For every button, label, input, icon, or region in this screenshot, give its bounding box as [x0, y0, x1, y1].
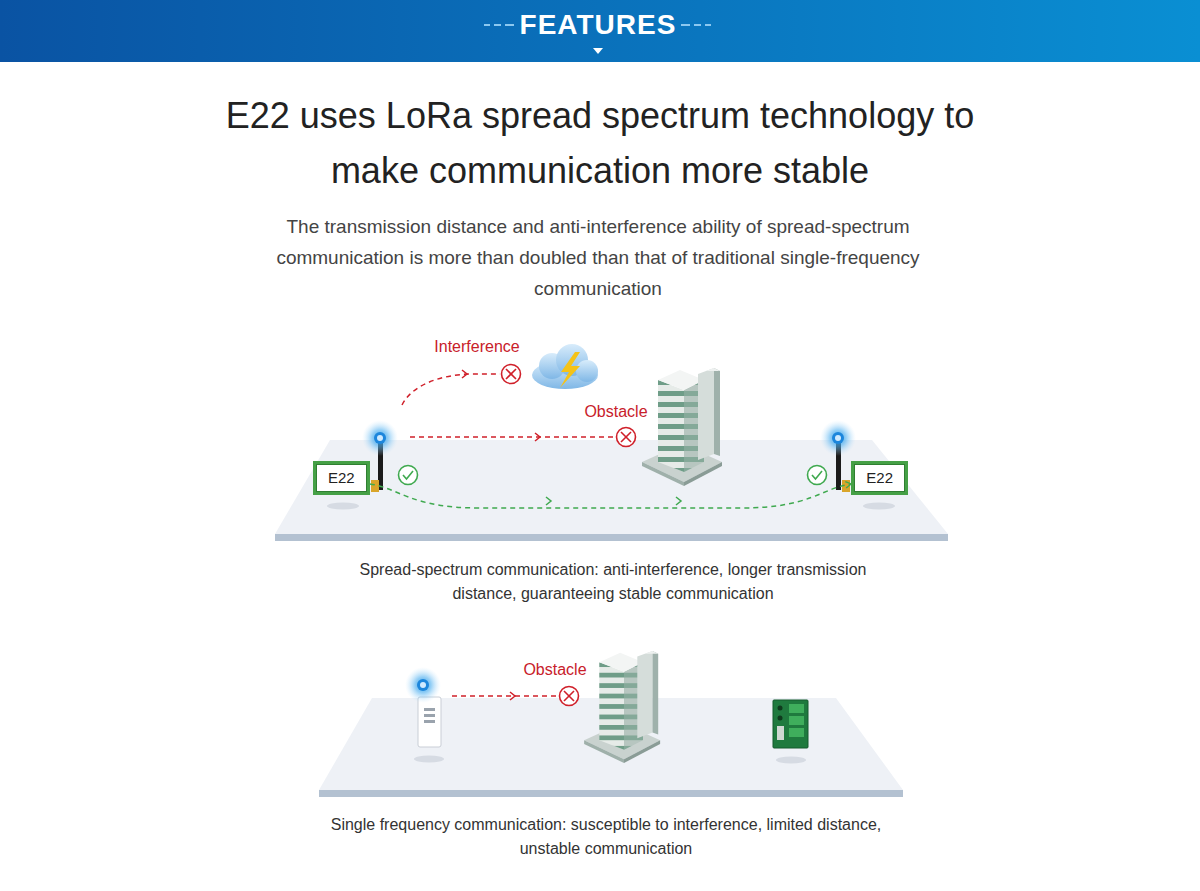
drawing-line — [484, 24, 490, 26]
connector-pins — [371, 480, 379, 492]
blocked-path — [452, 695, 558, 697]
drawing-ellipse — [776, 757, 806, 764]
drawing-polyline — [510, 692, 515, 700]
drawing-ellipse — [863, 503, 895, 510]
scene-caption: Single frequency communication: suscepti… — [306, 813, 906, 861]
drawing-polyline — [462, 370, 467, 378]
drawing-use — [584, 651, 660, 763]
receiver-board — [773, 700, 808, 748]
drawing-use — [560, 687, 579, 706]
drawing-use — [820, 420, 856, 456]
drawing-rect — [789, 728, 804, 737]
drawing-ellipse — [414, 756, 444, 763]
interference-path — [402, 374, 500, 405]
module-box: E22 — [851, 461, 908, 495]
drawing-rect — [777, 726, 784, 740]
drawing-rect — [418, 697, 441, 747]
drawing-use — [399, 466, 418, 485]
header-pointer — [593, 48, 603, 54]
drawing-rect — [424, 714, 435, 717]
drawing-line — [681, 24, 690, 26]
warning-label: Obstacle — [574, 402, 658, 422]
drawing-line — [705, 24, 711, 26]
signal-path — [370, 484, 852, 508]
module-name: E22 — [316, 464, 367, 492]
intro-text: The transmission distance and anti-inter… — [262, 211, 934, 304]
drawing-rect — [789, 704, 804, 713]
drawing-circle — [778, 706, 783, 711]
path-chevrons — [546, 497, 681, 505]
drawing-use — [642, 368, 722, 486]
drawing-polyline — [535, 433, 540, 441]
drawing-rect — [789, 716, 804, 725]
drawing-circle — [778, 716, 783, 721]
drawing-polygon — [560, 352, 580, 388]
drawing-rect — [424, 720, 435, 723]
drawing-line — [694, 24, 701, 26]
drawing-use — [617, 428, 636, 447]
drawing-line — [505, 24, 514, 26]
warning-label: Interference — [420, 337, 534, 357]
header-band — [0, 0, 1200, 62]
section-header: FEATURES — [450, 8, 746, 42]
drawing-use — [502, 365, 521, 384]
platform-edge — [319, 790, 903, 797]
remote-transmitter — [418, 697, 441, 747]
scene-caption: Spread-spectrum communication: anti-inte… — [328, 558, 898, 606]
drawing-use — [405, 667, 441, 703]
drawing-line — [494, 24, 501, 26]
drawing-rect — [773, 700, 808, 748]
platform-edge — [275, 534, 948, 541]
main-heading: E22 uses LoRa spread spectrum technology… — [190, 88, 1010, 198]
module-box: E22 — [313, 461, 370, 495]
warning-label: Obstacle — [513, 660, 597, 680]
storm-cloud — [532, 344, 598, 389]
drawing-ellipse — [327, 503, 359, 510]
drawing-polyline — [546, 497, 551, 505]
drawing-use — [362, 420, 398, 456]
drawing-use — [808, 466, 827, 485]
drawing-circle — [576, 360, 598, 382]
drawing-polyline — [676, 497, 681, 505]
drawing-rect — [424, 708, 435, 711]
blocked-path — [410, 436, 615, 438]
module-name: E22 — [854, 464, 905, 492]
